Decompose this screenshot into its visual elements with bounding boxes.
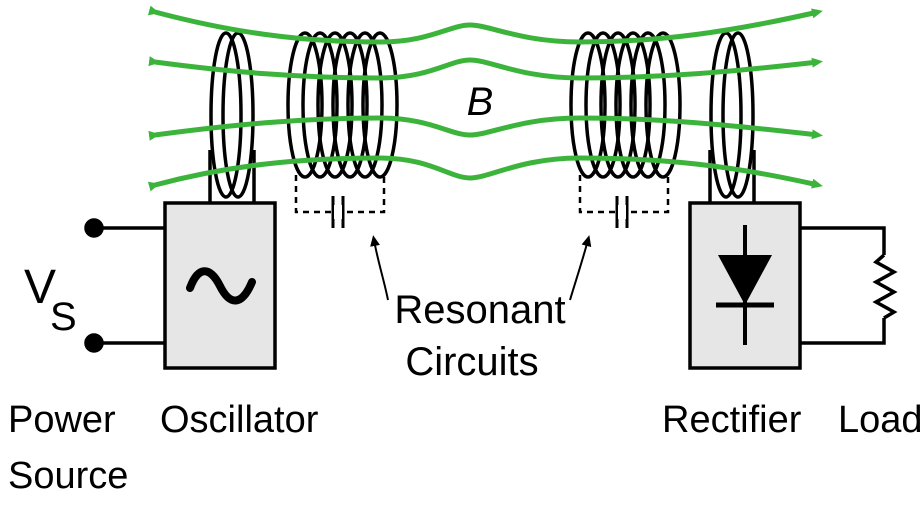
oscillator-coil-icon [208, 31, 256, 203]
field-line [147, 155, 823, 192]
load-label: Load [838, 399, 922, 441]
rectifier-coil-icon [708, 31, 756, 203]
rectifier-label: Rectifier [662, 399, 802, 441]
diode-icon [716, 225, 774, 345]
power-source-terminals [84, 218, 165, 353]
source-symbol-v: V [24, 261, 56, 314]
magnetic-field-lines [147, 5, 823, 192]
resonant-label-line2: Circuits [405, 340, 538, 384]
transmit-resonant-coil-icon [286, 31, 399, 179]
source-subscript: S [50, 295, 77, 339]
oscillator-box [163, 201, 277, 370]
ac-source-icon [186, 267, 256, 305]
field-label: B [467, 80, 494, 124]
resonant-label-line1: Resonant [394, 288, 565, 332]
power-source-label-line1: Power [8, 399, 116, 441]
rectifier-box [688, 201, 802, 370]
field-line [148, 56, 823, 81]
transmit-capacitor-icon [294, 175, 386, 228]
receive-capacitor-icon [578, 175, 670, 228]
power-source-label-line2: Source [8, 455, 128, 497]
oscillator-label: Oscillator [160, 399, 319, 441]
source-symbol: V [24, 261, 56, 314]
load-resistor-icon [800, 226, 898, 345]
resonant-pointer-arrows [370, 235, 592, 301]
field-line [147, 5, 823, 45]
receive-resonant-coil-icon [569, 31, 682, 179]
field-line [148, 115, 823, 141]
